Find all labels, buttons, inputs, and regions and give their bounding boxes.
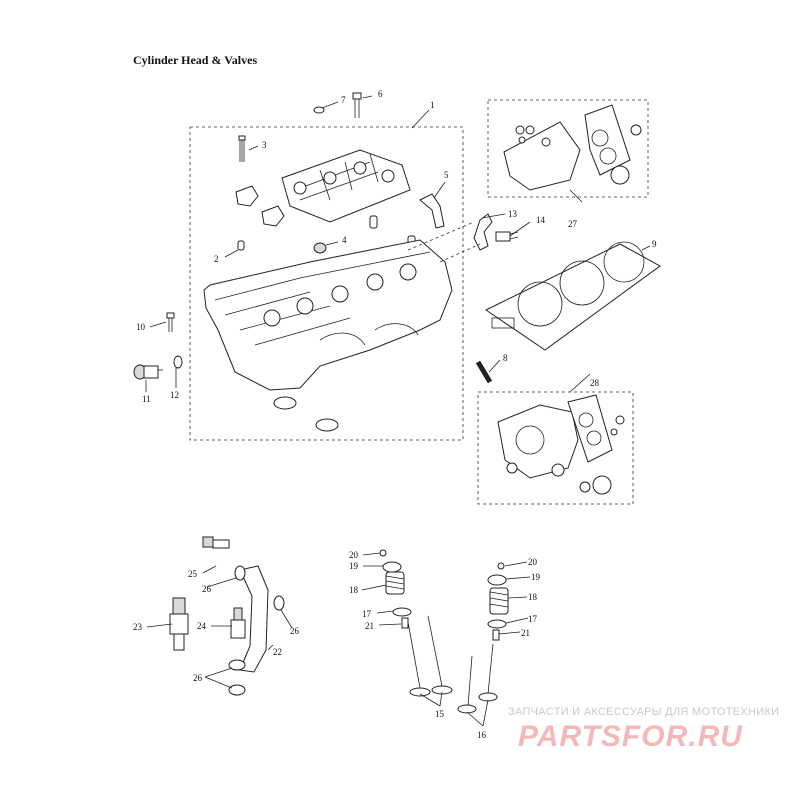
callout-24: 24: [197, 621, 207, 631]
camshaft-carrier: [281, 149, 411, 223]
shim-4: [313, 242, 327, 254]
oil-pipe-13: [473, 213, 493, 251]
callout-6: 6: [378, 89, 383, 99]
callout-1: 1: [430, 100, 435, 110]
dowel-8: [475, 360, 493, 384]
page-title: Cylinder Head & Valves: [133, 53, 258, 67]
callout-21-right: 21: [521, 628, 530, 638]
callout-5: 5: [444, 170, 449, 180]
leader-lines: [145, 95, 651, 727]
callout-26-right: 26: [290, 626, 300, 636]
callout-27: 27: [568, 219, 578, 229]
watermark-logo: PARTSFOR.RU: [518, 720, 743, 753]
callout-4: 4: [342, 235, 347, 245]
cylinder-head-assembly-box: [189, 126, 464, 441]
oil-pressure-switch-23: [169, 597, 189, 651]
head-gasket-9: [485, 241, 661, 351]
bottom-gasket-kit-box: [477, 391, 634, 505]
connector-gasket: [439, 243, 481, 263]
callout-9: 9: [652, 239, 657, 249]
banjo-bolt-24: [230, 607, 246, 639]
callout-11: 11: [142, 394, 151, 404]
oil-feed-pipe-22: [239, 565, 269, 673]
callout-22: 22: [273, 647, 282, 657]
banjo-bolt-14: [495, 231, 519, 242]
breather-hose-5: [419, 193, 445, 229]
callout-14: 14: [536, 215, 546, 225]
callout-3: 3: [262, 140, 267, 150]
callout-16: 16: [477, 730, 487, 740]
valves-16: [457, 643, 498, 714]
bolt-6: [352, 92, 362, 118]
washer-26-c: [228, 659, 246, 671]
bearing-caps: [235, 185, 285, 227]
callout-17-right: 17: [528, 614, 538, 624]
callout-26-bottom: 26: [193, 673, 203, 683]
callout-25: 25: [188, 569, 198, 579]
gasket-kit-27: [503, 104, 642, 191]
bolt-3: [238, 135, 246, 162]
washer-26-b: [273, 595, 285, 611]
callout-8: 8: [503, 353, 508, 363]
callout-23: 23: [133, 622, 143, 632]
dowel-2: [237, 240, 245, 251]
callout-18-left: 18: [349, 585, 359, 595]
plug-11: [133, 364, 163, 380]
seal-ring-left: [273, 396, 297, 410]
callout-26-top: 26: [202, 584, 212, 594]
top-gasket-kit-box: [487, 99, 649, 198]
bolt-10: [166, 312, 175, 332]
valve-spring-set-left: [379, 549, 412, 629]
washer-26-d: [228, 684, 246, 696]
gasket-kit-28: [497, 394, 625, 495]
seal-ring-right: [315, 418, 339, 432]
watermark-tagline: ЗАПЧАСТИ И АКСЕССУАРЫ ДЛЯ МОТОТЕХНИКИ: [508, 706, 780, 718]
valve-spring-set-right: [487, 562, 509, 641]
washer-26-a: [234, 565, 246, 581]
union-bolt-25: [202, 536, 230, 549]
callout-21-left: 21: [365, 621, 374, 631]
callout-20-right: 20: [528, 557, 538, 567]
callout-18-right: 18: [528, 592, 538, 602]
callout-2: 2: [214, 254, 219, 264]
callout-13: 13: [508, 209, 518, 219]
callout-17-left: 17: [362, 609, 372, 619]
callout-19-right: 19: [531, 572, 541, 582]
callout-19-left: 19: [349, 561, 359, 571]
callout-15: 15: [435, 709, 445, 719]
callout-12: 12: [170, 390, 179, 400]
callout-20-left: 20: [349, 550, 359, 560]
valves-15: [407, 615, 453, 697]
washer-12: [173, 355, 183, 369]
washer-7: [313, 106, 325, 114]
callout-28: 28: [590, 378, 600, 388]
callout-10: 10: [136, 322, 146, 332]
callout-7: 7: [341, 95, 346, 105]
cylinder-head: [203, 239, 453, 391]
